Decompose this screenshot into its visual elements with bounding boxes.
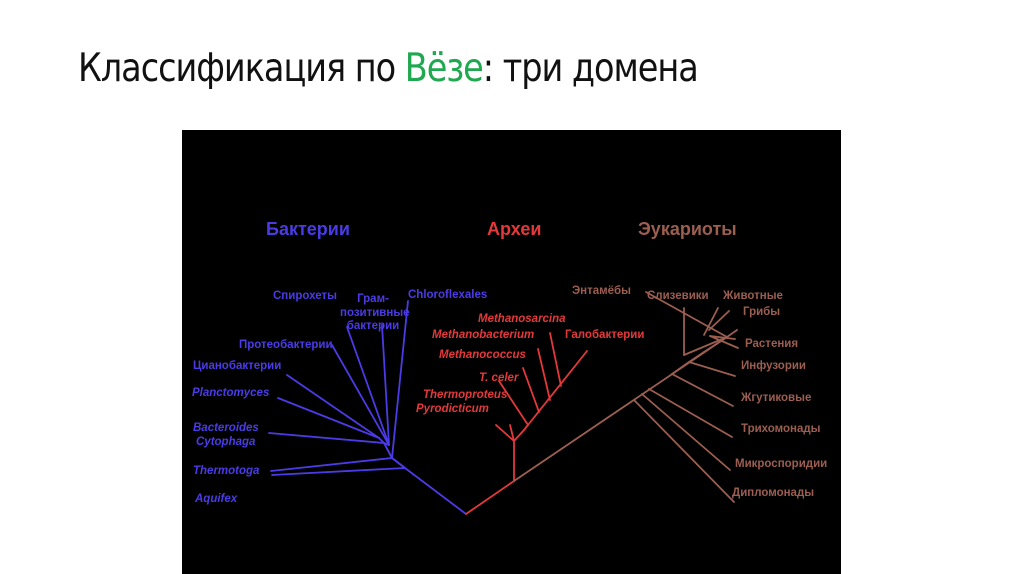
leaf-methanobacterium: Methanobacterium	[432, 329, 535, 341]
bacteria-branches	[268, 300, 467, 515]
leaf-cytophaga: Cytophaga	[196, 436, 256, 448]
leaf-plants: Растения	[745, 338, 799, 350]
domain-label-archaea: Археи	[487, 219, 542, 239]
gram-line-2: позитивные	[340, 306, 410, 319]
title-accent-woese: Вёзе	[404, 46, 484, 91]
leaf-halobacteria: Галобактерии	[565, 329, 645, 341]
leaf-fungi: Грибы	[743, 306, 781, 318]
leaf-spirochetes: Спирохеты	[273, 290, 337, 302]
leaf-ciliates: Инфузории	[741, 360, 806, 372]
leaf-t-celer: T. celer	[479, 372, 519, 384]
eukaryote-branches	[513, 291, 739, 503]
leaf-gram-positive: Грам- позитивные бактерии	[340, 293, 410, 333]
leaf-animals: Животные	[723, 290, 783, 302]
leaf-thermotoga: Thermotoga	[193, 465, 260, 477]
leaf-aquifex: Aquifex	[195, 493, 238, 505]
title-prefix: Классификация по	[78, 46, 405, 91]
leaf-trichomonads: Трихомонады	[741, 423, 821, 435]
archaea-branches	[465, 332, 588, 515]
leaf-chloroflexales: Chloroflexales	[408, 289, 488, 301]
domain-label-bacteria: Бактерии	[266, 219, 350, 239]
leaf-entamoebae: Энтамёбы	[572, 285, 631, 297]
leaf-methanococcus: Methanococcus	[439, 349, 526, 361]
leaf-thermoproteus: Thermoproteus	[423, 389, 508, 401]
leaf-bacteroides: Bacteroides	[193, 422, 259, 434]
slide-title: Классификация по Вёзе: три домена	[78, 46, 699, 91]
leaf-flagellates: Жгутиковые	[741, 392, 812, 404]
leaf-slime-molds: Слизевики	[647, 290, 709, 302]
leaf-pyrodicticum: Pyrodicticum	[416, 403, 489, 415]
tree-branches	[268, 291, 739, 515]
leaf-cyanobacteria: Цианобактерии	[193, 360, 282, 372]
leaf-microsporidia: Микроспоридии	[735, 458, 828, 470]
gram-line-1: Грам-	[357, 293, 389, 305]
title-suffix: : три домена	[482, 46, 699, 91]
phylogenetic-tree-image: Бактерии Археи Эукариоты Спирохеты Грам-…	[182, 130, 841, 574]
domain-label-eukaryotes: Эукариоты	[638, 219, 737, 239]
leaf-proteobacteria: Протеобактерии	[239, 339, 333, 351]
leaf-methanosarcina: Methanosarcina	[478, 313, 566, 325]
leaf-planctomyces: Planctomyces	[192, 387, 270, 399]
gram-line-3: бактерии	[346, 320, 400, 332]
leaf-diplomonads: Дипломонады	[732, 487, 815, 499]
